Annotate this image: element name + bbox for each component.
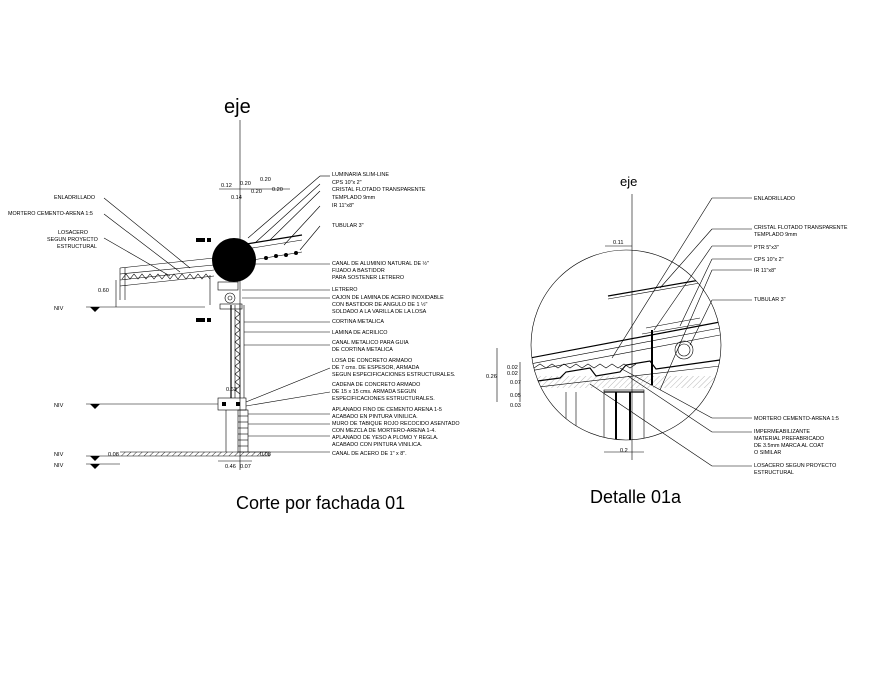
detail-circle xyxy=(530,249,722,441)
annotation-text: MURO DE TABIQUE ROJO RECOCIDO ASENTADO xyxy=(332,421,460,427)
dimension-text: 0.08 xyxy=(108,452,119,458)
floor-slab xyxy=(217,397,247,411)
annotation-text: PTR 5"x3" xyxy=(754,245,779,251)
dimension-text: 0.11 xyxy=(613,240,623,246)
dimension-text: 0.46 xyxy=(225,464,236,470)
dimension-text: 0.20 xyxy=(251,189,262,195)
annotation-text: ESPECIFICACIONES ESTRUCTURALES. xyxy=(332,396,435,402)
luminaire-symbol xyxy=(212,238,256,282)
level-markers: NIV NIV NIV NIV xyxy=(54,306,218,469)
annotation-text: DE CORTINA METALICA xyxy=(332,347,393,353)
annotation-text: IMPERMEABILIZANTE xyxy=(754,429,810,435)
annotation-text: MORTERO CEMENTO-ARENA 1:5 xyxy=(754,416,839,422)
drawing-title-right: Detalle 01a xyxy=(590,487,682,507)
annotation-text: MORTERO CEMENTO-ARENA 1:5 xyxy=(8,211,93,217)
annotation-text: LOSACERO SEGUN PROYECTO xyxy=(754,463,836,469)
dimensions-right: 0.11 0.26 0.02 0.02 0.07 0.05 0.03 0.2 xyxy=(486,240,644,454)
annotation-text: CRISTAL FLOTADO TRANSPARENTE xyxy=(332,187,426,193)
ground-line xyxy=(120,452,270,456)
dimension-text: 0.02 xyxy=(507,365,518,371)
annotation-text: ESTRUCTURAL xyxy=(57,244,97,250)
annotation-text: LOSACERO xyxy=(58,230,88,236)
level-label: NIV xyxy=(54,463,64,469)
annotation-text: CPS 10"x 2" xyxy=(754,257,784,263)
dimension-text: 0.02 xyxy=(507,371,518,377)
dimension-text: 0.07 xyxy=(510,380,521,386)
detail-01a-drawing: eje xyxy=(486,174,848,507)
annotation-text: ESTRUCTURAL xyxy=(754,470,794,476)
annotation-text: LAMINA DE ACRILICO xyxy=(332,330,387,336)
drawing-title-left: Corte por fachada 01 xyxy=(236,493,405,513)
brick-wall xyxy=(225,409,249,453)
right-detail-annotations: ENLADRILLADO CRISTAL FLOTADO TRANSPARENT… xyxy=(589,196,848,476)
annotation-text: CADENA DE CONCRETO ARMADO xyxy=(332,382,420,388)
annotation-text: O SIMILAR xyxy=(754,450,781,456)
dimension-text: 0.60 xyxy=(98,288,109,294)
right-annotations: LUMINARIA SLIM-LINE CPS 10"x 2" CRISTAL … xyxy=(242,172,460,457)
metal-curtain-column xyxy=(230,305,245,398)
dimension-text: 0.20 xyxy=(272,187,283,193)
annotation-text: ENLADRILLADO xyxy=(54,195,95,201)
annotation-text: TEMPLADO 9mm xyxy=(754,232,798,238)
sign-box xyxy=(217,281,243,310)
annotation-text: CANAL DE ACERO DE 1" x 8". xyxy=(332,451,407,457)
annotation-text: SEGUN PROYECTO xyxy=(47,237,98,243)
annotation-text: DE 3.5mm MARCA AL COAT xyxy=(754,443,824,449)
annotation-text: TUBULAR 3" xyxy=(754,297,786,303)
flag-mark xyxy=(196,238,205,242)
annotation-text: CORTINA METALICA xyxy=(332,319,384,325)
annotation-text: CANAL METALICO PARA GUIA xyxy=(332,340,409,346)
annotation-text: DE 7 cms. DE ESPESOR, ARMADA xyxy=(332,365,420,371)
annotation-text: CON BASTIDOR DE ANGULO DE 1 ½" xyxy=(332,301,427,308)
axis-label-right: eje xyxy=(620,174,637,189)
annotation-text: CAJON DE LAMINA DE ACERO INOXIDABLE xyxy=(332,295,444,301)
dimension-text: 0.12 xyxy=(221,183,232,189)
dimension-text: 0.08 xyxy=(260,452,271,458)
annotation-text: SEGUN ESPECIFICACIONES ESTRUCTURALES. xyxy=(332,372,455,378)
dimension-text: 0.63 xyxy=(226,387,237,393)
annotation-text: APLANADO DE YESO A PLOMO Y REGLA. xyxy=(332,435,438,441)
dimensions-left: 0.12 0.20 0.20 0.20 0.20 0.14 0.60 0.63 … xyxy=(98,177,290,470)
annotation-text: TEMPLADO 9mm xyxy=(332,195,376,201)
annotation-text: CON MEZCLA DE MORTERO-ARENA 1-4. xyxy=(332,428,436,434)
annotation-text: APLANADO FINO DE CEMENTO ARENA 1-5 xyxy=(332,407,442,413)
annotation-text: ACABADO EN PINTURA VINILICA. xyxy=(332,414,418,420)
annotation-text: CPS 10"x 2" xyxy=(332,180,362,186)
dimension-text: 0.2 xyxy=(620,448,628,454)
annotation-text: LUMINARIA SLIM-LINE xyxy=(332,172,389,178)
dimension-text: 0.05 xyxy=(510,393,521,399)
left-annotations: ENLADRILLADO MORTERO CEMENTO-ARENA 1:5 L… xyxy=(8,195,191,277)
annotation-text: MATERIAL PREFABRICADO xyxy=(754,436,824,442)
level-label: NIV xyxy=(54,452,64,458)
annotation-text: LOSA DE CONCRETO ARMADO xyxy=(332,358,412,364)
dimension-text: 0.14 xyxy=(231,195,242,201)
annotation-text: IR 11"x8" xyxy=(332,203,354,209)
annotation-text: TUBULAR 3" xyxy=(332,223,364,229)
annotation-text: CANAL DE ALUMINIO NATURAL DE ½" xyxy=(332,260,429,267)
annotation-text: ENLADRILLADO xyxy=(754,196,795,202)
axis-label-left: eje xyxy=(224,96,251,118)
facade-section-drawing: eje xyxy=(8,96,460,513)
dimension-text: 0.20 xyxy=(260,177,271,183)
annotation-text: PARA SOSTENER LETRERO xyxy=(332,275,404,281)
dimension-text: 0.07 xyxy=(240,464,251,470)
annotation-text: LETRERO xyxy=(332,287,357,293)
detail-contents xyxy=(531,279,721,440)
roof-slab xyxy=(119,257,215,305)
dimension-text: 0.03 xyxy=(510,403,521,409)
annotation-text: FIJADO A BASTIDOR xyxy=(332,268,385,274)
dimension-text: 0.20 xyxy=(240,181,251,187)
annotation-text: DE 15 x 15 cms. ARMADA SEGUN xyxy=(332,389,416,395)
flag-mark xyxy=(196,318,205,322)
annotation-text: SOLDADO A LA VARILLA DE LA LOSA xyxy=(332,309,427,315)
annotation-text: ACABADO CON PINTURA VINILICA. xyxy=(332,442,422,448)
level-label: NIV xyxy=(54,306,64,312)
level-label: NIV xyxy=(54,403,64,409)
dimension-text: 0.26 xyxy=(486,374,497,380)
annotation-text: IR 11"x8" xyxy=(754,268,776,274)
annotation-text: CRISTAL FLOTADO TRANSPARENTE xyxy=(754,225,848,231)
